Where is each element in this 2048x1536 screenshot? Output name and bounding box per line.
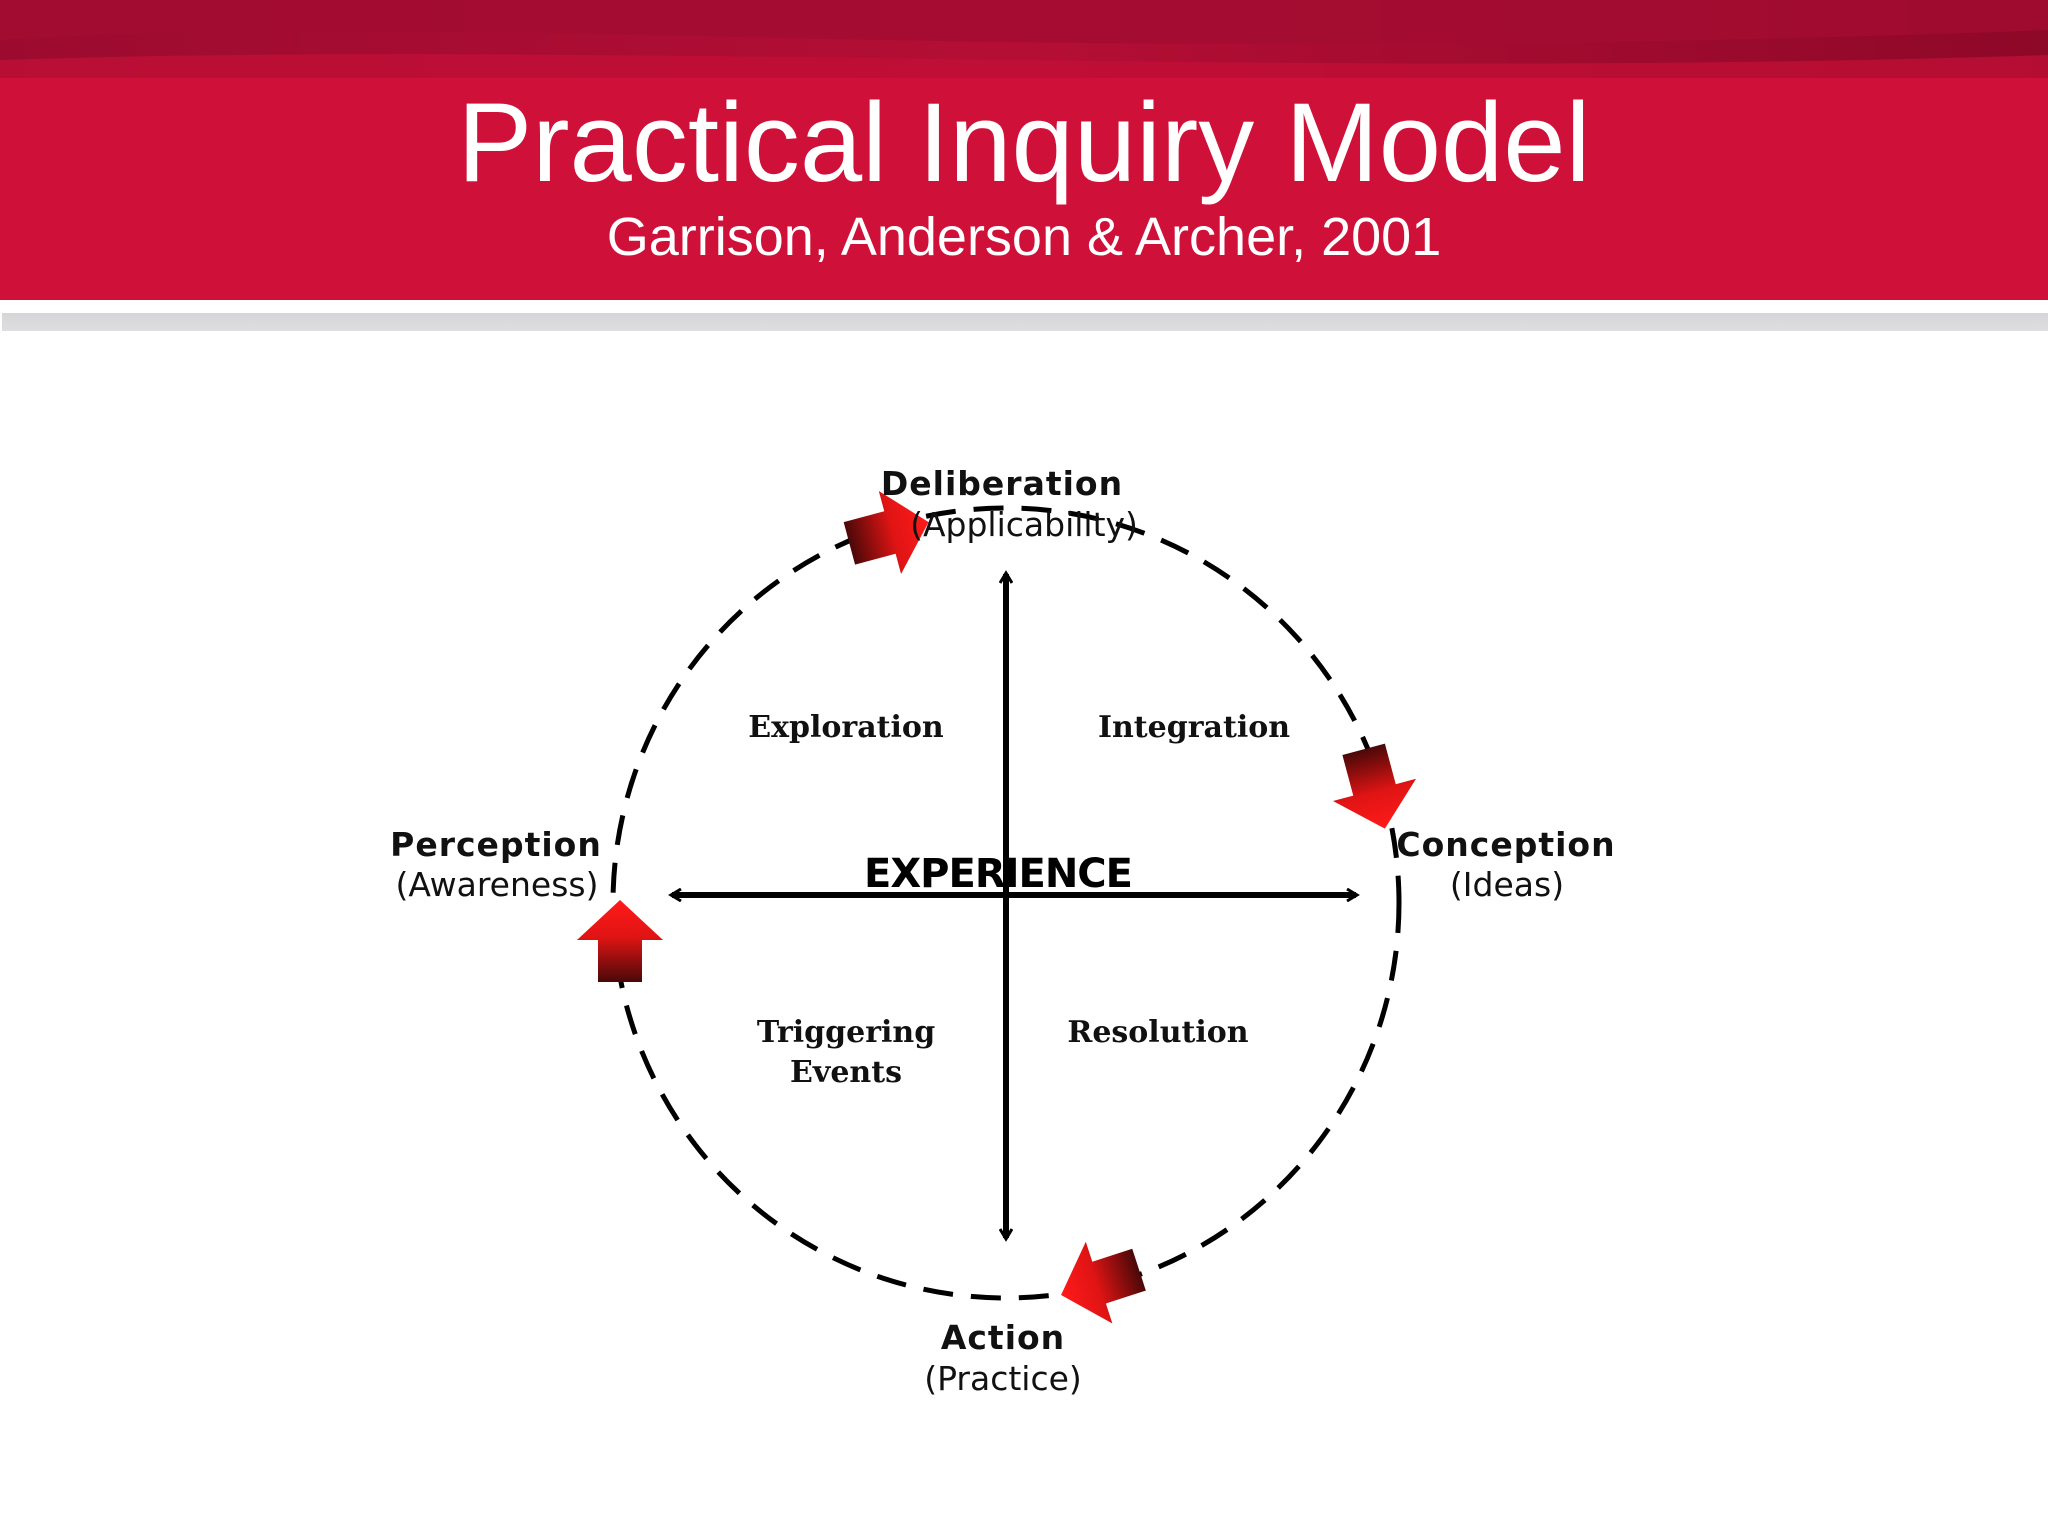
quadrant-resolution: Resolution	[1067, 1015, 1248, 1050]
node-conception-sub: (Ideas)	[1450, 865, 1564, 904]
cycle-arrow-left	[577, 900, 663, 982]
quadrant-exploration: Exploration	[748, 710, 944, 745]
node-action-label: Action	[941, 1318, 1065, 1357]
node-perception-sub: (Awareness)	[396, 865, 599, 904]
cycle-arrow-right	[1332, 743, 1417, 829]
cycle-arrow-top	[843, 490, 929, 575]
header-swoosh	[0, 0, 2048, 78]
node-deliberation-label: Deliberation	[881, 464, 1123, 503]
cycle-arrow-bottom	[1061, 1241, 1146, 1324]
experience-label: EXPERIENCE	[864, 851, 1132, 897]
inquiry-cycle-circle	[610, 505, 1402, 1301]
header-divider	[2, 313, 2048, 331]
node-action-sub: (Practice)	[924, 1359, 1082, 1398]
slide-subtitle: Garrison, Anderson & Archer, 2001	[606, 207, 1442, 267]
node-perception-label: Perception	[390, 825, 602, 864]
node-conception-label: Conception	[1396, 825, 1615, 864]
quadrant-integration: Integration	[1098, 710, 1290, 745]
slide-title: Practical Inquiry Model	[457, 80, 1591, 205]
quadrant-events: Events	[790, 1055, 902, 1090]
quadrant-triggering: Triggering	[757, 1015, 935, 1050]
node-deliberation-sub: (Applicability)	[910, 505, 1138, 544]
